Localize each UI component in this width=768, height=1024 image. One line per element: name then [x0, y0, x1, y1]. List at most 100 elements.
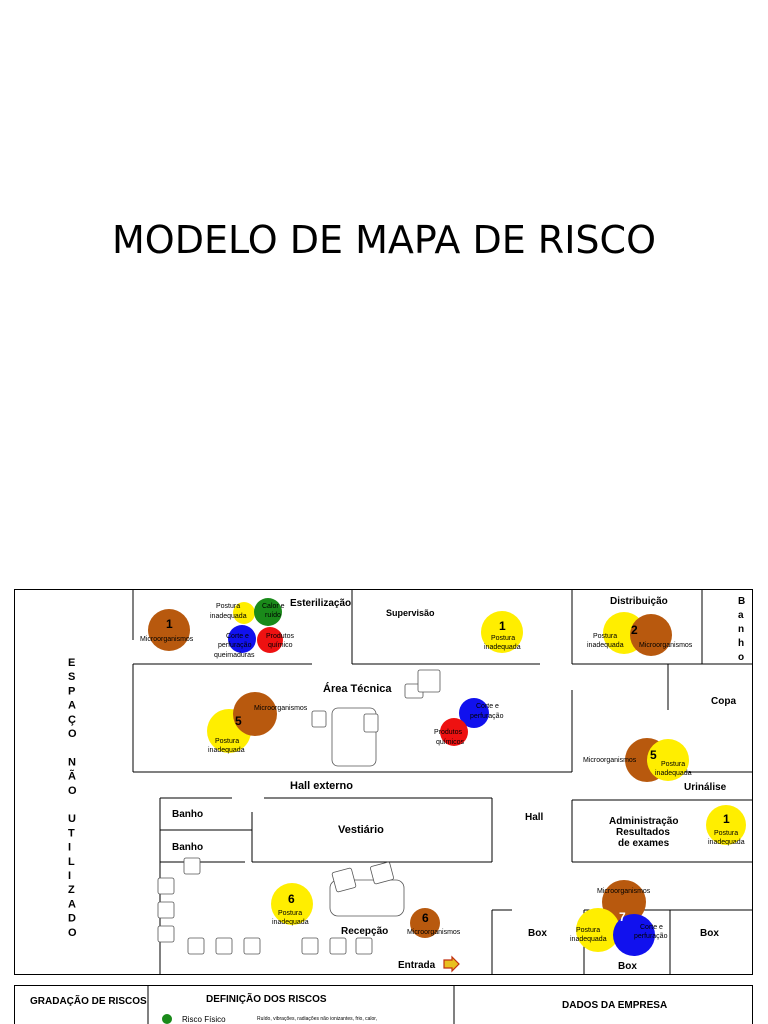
room-supervisao-label: Supervisão — [386, 608, 435, 618]
risk-circle-acidente — [459, 698, 489, 728]
risk-circle-acidente — [228, 625, 256, 653]
room-esterilizacao-label: Esterilização — [290, 598, 351, 609]
room-vestiario-label: Vestiário — [338, 824, 384, 836]
risk-circle-ergonomico — [576, 908, 620, 952]
risk-label: Calor e — [262, 603, 285, 610]
legend-risco-fisico-icon — [162, 1014, 172, 1024]
risk-count: 5 — [235, 714, 242, 728]
svg-text:a: a — [738, 610, 744, 621]
risk-count: 1 — [166, 617, 173, 631]
espaco-letter: A — [68, 898, 76, 910]
room-banho-2-label: Banho — [172, 842, 203, 853]
risk-label: perfuração — [470, 713, 504, 720]
risk-count: 7 — [619, 910, 626, 924]
risk-count: 5 — [650, 748, 657, 762]
espaco-letter: Z — [68, 884, 75, 896]
risk-label: inadequada — [208, 747, 245, 754]
page-title: MODELO DE MAPA DE RISCO — [112, 218, 656, 262]
svg-text:B: B — [738, 596, 745, 607]
risk-circle-ergonomico — [706, 805, 746, 845]
risk-count: 2 — [631, 623, 638, 637]
risk-label: Postura — [661, 761, 685, 768]
walls — [132, 590, 752, 974]
risk-label: químicos — [436, 739, 465, 746]
risk-label: Corte e — [476, 703, 499, 710]
room-copa-label: Copa — [711, 696, 736, 707]
espaco-letter: T — [68, 827, 75, 839]
risk-circle-ergonomico — [271, 883, 313, 925]
espaco-letter: E — [68, 657, 75, 669]
risk-label: Microorganismos — [254, 705, 308, 712]
risk-label: Corte e — [226, 633, 249, 640]
room-area-tecnica-label: Área Técnica — [323, 682, 392, 695]
room-administracao-label-2: Resultados — [616, 827, 670, 838]
espaco-letter: Ã — [68, 770, 76, 783]
risk-label: inadequada — [655, 770, 692, 777]
espaco-letter: P — [68, 685, 75, 697]
risk-label: Microorganismos — [583, 757, 637, 764]
risk-circle-ergonomico — [233, 602, 255, 624]
risk-count: 1 — [499, 619, 506, 633]
risk-label: inadequada — [484, 644, 521, 651]
risk-count: 1 — [723, 812, 730, 826]
room-box-left-label: Box — [528, 928, 547, 939]
risk-count: 6 — [422, 911, 429, 925]
risk-label: Postura — [576, 927, 600, 934]
risk-circle-biologico — [410, 908, 440, 938]
risk-label: Microorganismos — [639, 642, 693, 649]
risk-label: perfuração — [218, 642, 252, 649]
room-administracao-label-3: de exames — [618, 838, 670, 849]
risk-label: inadequada — [210, 613, 247, 620]
espaco-letter: O — [68, 927, 77, 939]
room-box-right-label: Box — [700, 928, 719, 939]
room-urinalise-label: Urinálise — [684, 782, 727, 793]
risk-circle-ergonomico — [481, 611, 523, 653]
espaco-letter: O — [68, 728, 77, 740]
risk-circle-quimico — [440, 718, 468, 746]
svg-text:o: o — [738, 652, 744, 663]
espaco-letter: L — [68, 856, 75, 868]
risk-circle-acidente — [613, 914, 655, 956]
risk-circle-quimico — [257, 627, 283, 653]
legend-risco-fisico-label: Risco Físico — [182, 1015, 226, 1024]
risk-label: inadequada — [587, 642, 624, 649]
legend-gradacao-header: GRADAÇÃO DE RISCOS — [30, 994, 147, 1007]
room-hall-label: Hall — [525, 812, 544, 823]
risk-label: químico — [268, 642, 293, 649]
espaco-letter: S — [68, 671, 75, 683]
room-box-center-label: Box — [618, 961, 637, 972]
room-recepcao-label: Recepção — [341, 926, 388, 937]
risk-circle-biologico — [602, 880, 646, 924]
risk-label: Postura — [216, 603, 240, 610]
risk-label: Postura — [278, 910, 302, 917]
risk-label: Microorganismos — [140, 636, 194, 643]
risk-circle-ergonomico — [647, 739, 689, 781]
svg-text:h: h — [738, 638, 744, 649]
espaco-letter: A — [68, 700, 76, 712]
room-distribuicao-label: Distribuição — [610, 596, 668, 607]
risk-label: inadequada — [272, 919, 309, 926]
room-banho-1-label: Banho — [172, 809, 203, 820]
furniture — [157, 669, 441, 955]
risk-label: Microorganismos — [407, 929, 461, 936]
risk-label: inadequada — [570, 936, 607, 943]
legend-risco-fisico-desc: Ruído, vibrações, radiações não ionizant… — [257, 1016, 377, 1022]
room-hall-externo-label: Hall externo — [290, 780, 353, 792]
risk-label: inadequada — [708, 839, 745, 846]
risk-label: Corte e — [640, 924, 663, 931]
risk-label: Postura — [593, 633, 617, 640]
espaco-letter: O — [68, 785, 77, 797]
risk-count: 6 — [288, 892, 295, 906]
legend-table: GRADAÇÃO DE RISCOS DEFINIÇÃO DOS RISCOS … — [14, 985, 753, 1024]
risk-label: Microorganismos — [597, 888, 651, 895]
room-administracao-label-1: Administração — [609, 816, 678, 827]
espaco-letter: I — [68, 870, 71, 882]
espaco-letter: I — [68, 842, 71, 854]
espaco-letter: Ç — [68, 714, 76, 726]
risk-label: Postura — [714, 830, 738, 837]
risk-circle-biologico — [148, 609, 190, 651]
risk-circle-biologico — [630, 614, 672, 656]
risk-label: Produtos — [434, 729, 463, 736]
svg-text:n: n — [738, 624, 744, 635]
